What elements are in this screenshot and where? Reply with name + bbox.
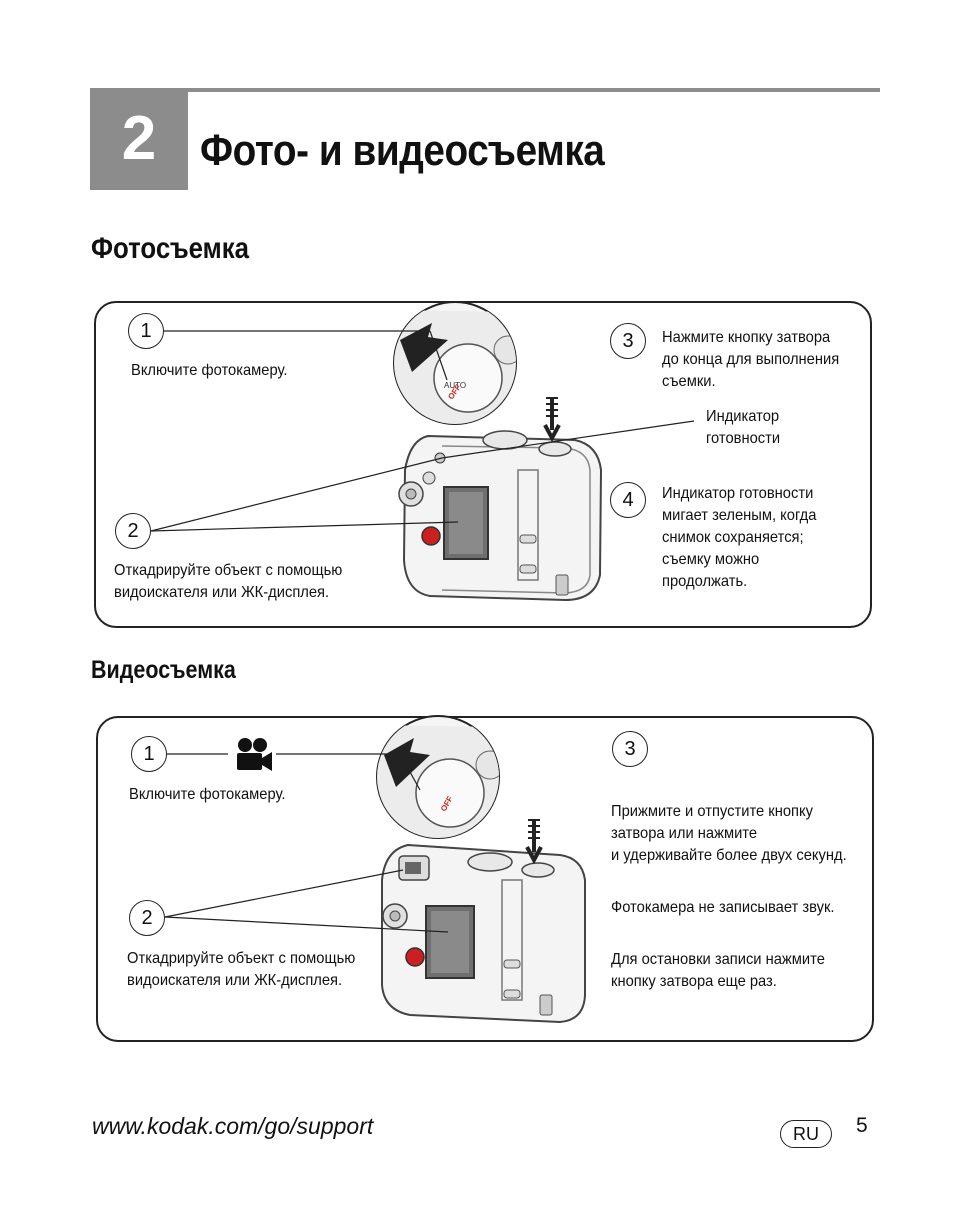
video-step-1-number: 1: [131, 736, 167, 772]
video-leader-lines: [164, 753, 449, 933]
video-step-2-number: 2: [129, 900, 165, 936]
mode-dial-zoom: OFF: [376, 715, 500, 839]
video-step-3-number: 3: [612, 731, 648, 767]
language-badge: RU: [780, 1120, 832, 1148]
photo-heading: Фотосъемка: [91, 232, 250, 265]
photo-step-4-text: Индикатор готовности мигает зеленым, ког…: [662, 485, 817, 590]
video-step-3-text: Прижмите и отпустите кнопку затвора или …: [611, 803, 847, 990]
chapter-title: Фото- и видеосъемка: [200, 126, 605, 175]
video-step-1-text: Включите фотокамеру.: [129, 786, 286, 803]
dial-arrow-icon: [400, 323, 448, 372]
photo-camera-illustration: [398, 397, 603, 602]
photo-leader-lines: [150, 330, 695, 532]
photo-step-2-text: Откадрируйте объект с помощью видоискате…: [114, 562, 343, 601]
page-number: 5: [856, 1114, 868, 1137]
photo-step-3-text: Нажмите кнопку затвора до конца для выпо…: [662, 329, 840, 390]
dial-arrow-icon: [384, 738, 430, 787]
video-step-2-text: Откадрируйте объект с помощью видоискате…: [127, 950, 356, 989]
mode-dial-zoom: AUTO OFF: [393, 301, 517, 425]
ready-indicator-label: Индикатор готовности: [706, 408, 781, 447]
photo-step-1-number: 1: [128, 313, 164, 349]
svg-text:AUTO: AUTO: [444, 381, 466, 390]
video-heading: Видеосъемка: [91, 656, 236, 684]
header-rule: [188, 88, 880, 92]
chapter-number: 2: [90, 88, 188, 190]
photo-step-3-number: 3: [610, 323, 646, 359]
photo-step-4-number: 4: [610, 482, 646, 518]
photo-step-2-number: 2: [115, 513, 151, 549]
video-camera-illustration: [381, 819, 586, 1024]
video-camera-icon: [237, 738, 272, 771]
support-link[interactable]: www.kodak.com/go/support: [92, 1113, 374, 1139]
photo-step-1-text: Включите фотокамеру.: [131, 362, 288, 379]
